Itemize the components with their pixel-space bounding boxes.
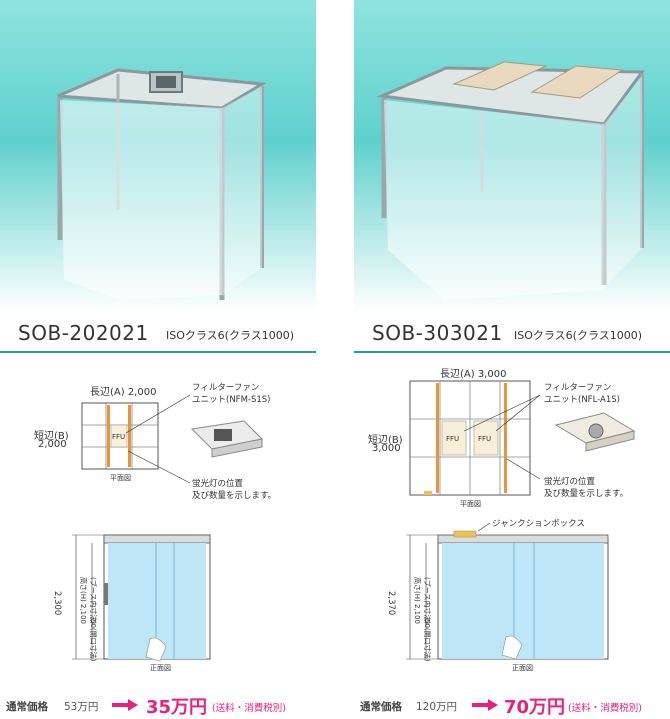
iso-class: ISOクラス6(クラス1000) [166,329,295,342]
regular-price-label: 通常価格 [6,701,48,713]
short-side-label: 短辺(B) [34,431,69,442]
spec-diagrams: 長辺(A) 2,000 短辺(B) 2,000 FFU 平面図 フィルターファン… [0,351,316,691]
regular-price-value: 53万円 [64,701,99,713]
opening-label: 50(開口寸法) [423,619,431,662]
product-panel-sob-202021: SOB-202021 ISOクラス6(クラス1000) [0,0,316,719]
light-note-2: 及び数量を示します。 [544,489,629,499]
long-side-label: 長辺(A) 2,000 [90,387,157,398]
inner-height-label: 高さ(H) 2,100 [413,577,421,624]
light-note-2: 及び数量を示します。 [192,491,277,501]
product-photo [0,0,316,313]
total-height-label: 2,370 [386,591,396,616]
long-side-label: 長辺(A) 3,000 [440,369,507,380]
plan-and-front-drawing [72,394,264,662]
light-note-1: 蛍光灯の位置 [544,477,596,487]
sale-price-value: 35万円 [146,697,208,718]
spec-diagrams: 長辺(A) 3,000 短辺(B) 3,000 FFU FFU 平面図 フィルタ… [354,351,670,691]
filter-fan-unit: ユニット(NFM-S1S) [192,395,271,405]
product-panel-sob-303021: SOB-303021 ISOクラス6(クラス1000) [354,0,670,719]
filter-fan-label: フィルターファン [544,383,612,393]
product-title-bar: SOB-303021 ISOクラス6(クラス1000) [354,313,670,353]
junction-box-label: ジャンクションボックス [492,519,585,529]
light-note-1: 蛍光灯の位置 [192,479,244,489]
front-caption: 正面図 [150,664,171,672]
model-name: SOB-303021 [372,321,503,345]
total-height-label: 2,300 [52,591,62,616]
price-row: 通常価格 120万円 70万円 (送料・消費税別) [354,690,670,719]
price-row: 通常価格 53万円 35万円 (送料・消費税別) [0,690,316,719]
ffu-label: FFU [112,433,126,441]
plan-caption: 平面図 [460,500,481,508]
filter-fan-unit: ユニット(NFL-A1S) [544,395,620,405]
iso-class: ISOクラス6(クラス1000) [514,329,643,342]
filter-fan-label: フィルターファン [192,383,260,393]
booth-inner-label: (ブース内寸法) [89,577,97,625]
front-caption: 正面図 [512,664,533,672]
product-title-bar: SOB-202021 ISOクラス6(クラス1000) [0,313,316,353]
price-note: (送料・消費税別) [212,703,286,714]
model-name: SOB-202021 [18,321,149,345]
regular-price-label: 通常価格 [360,701,402,713]
regular-price-value: 120万円 [416,701,458,713]
sale-price-value: 70万円 [504,697,566,718]
ffu-label: FFU [478,435,492,443]
arrow-right-icon [112,699,138,711]
product-photo [354,0,670,313]
short-side-label: 短辺(B) [368,435,403,446]
arrow-right-icon [472,699,498,711]
clean-booth-photo [376,61,645,300]
short-side-value: 2,000 [38,439,67,450]
inner-height-label: 高さ(H) 2,100 [79,577,87,624]
ffu-label: FFU [446,435,460,443]
opening-label: 50(開口寸法) [89,619,97,662]
plan-caption: 平面図 [110,474,131,482]
price-note: (送料・消費税別) [568,703,642,714]
clean-booth-photo [57,68,267,300]
booth-inner-label: (ブース内寸法) [423,577,431,625]
plan-and-front-drawing [406,380,636,660]
short-side-value: 3,000 [372,443,401,454]
